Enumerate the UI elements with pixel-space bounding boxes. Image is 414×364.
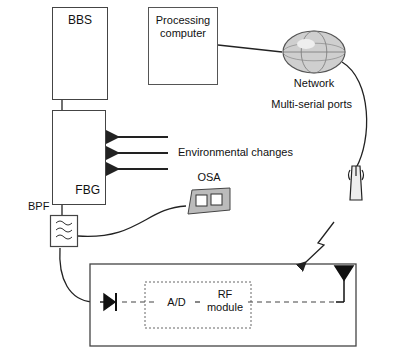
connector [78,206,186,236]
module-dotted-box [145,282,251,328]
connector [61,100,62,110]
node-label: BBS [53,14,107,28]
node-label: A/D [158,296,195,309]
computer-box: Processing computer [148,7,218,85]
bpf-shape [50,215,78,247]
node-label: OSA [186,171,232,184]
connector [61,205,62,215]
rf-module-box: RF module [203,286,247,320]
filter-box: BPF [50,215,78,247]
environment-arrows [118,137,168,169]
network-cable [342,62,367,168]
antenna-symbol [335,266,353,302]
analyzer-device: OSA [186,186,232,216]
connector [195,301,203,302]
globe-shape [282,30,346,74]
node-label: RF module [203,288,247,313]
sensor-module-box [90,264,356,346]
osa-shape [186,186,232,216]
converter-box: A/D [158,294,195,312]
node-label: BPF [28,200,49,213]
wireless-link [306,222,334,262]
receiver-antenna [349,166,364,200]
photodiode-symbol [100,293,116,311]
node-label: FBG [75,184,100,198]
annotation: Environmental changes [178,146,308,159]
signal-dash [248,301,336,302]
node-label: Processing computer [149,14,217,39]
signal-dash [122,301,158,302]
light-source-box: BBS [52,7,108,100]
network-globe: Network [282,30,346,74]
fbg-box: FBG [52,110,106,205]
node-label: Network [282,77,346,90]
connector [218,45,282,52]
annotation: Multi-serial ports [270,98,352,111]
